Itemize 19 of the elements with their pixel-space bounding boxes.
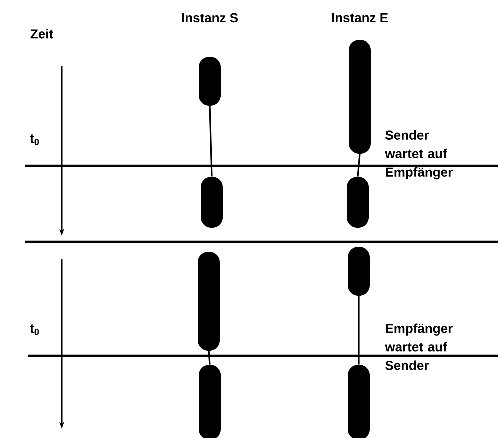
activity-bar <box>349 40 371 154</box>
activity-bar <box>199 364 221 438</box>
activity-bar <box>348 364 370 438</box>
activity-bar <box>199 57 221 106</box>
heading: Instanz S <box>182 13 238 23</box>
note-text: Sender wartet auf Empfänger <box>385 130 453 180</box>
lifeline <box>208 351 211 365</box>
activity-bar <box>348 246 370 296</box>
note-text: Empfänger wartet auf Sender <box>385 324 453 370</box>
lifeline <box>357 154 361 177</box>
heading: Zeit <box>30 29 54 39</box>
lifeline <box>358 296 360 365</box>
t0-label: t$_{0}$ <box>30 324 40 336</box>
heading: Instanz E <box>332 13 388 23</box>
activity-bar <box>347 177 369 228</box>
lifeline <box>209 106 213 177</box>
activity-bar <box>201 177 223 228</box>
t0-label: t$_{0}$ <box>30 134 40 146</box>
activity-bar <box>198 252 220 351</box>
